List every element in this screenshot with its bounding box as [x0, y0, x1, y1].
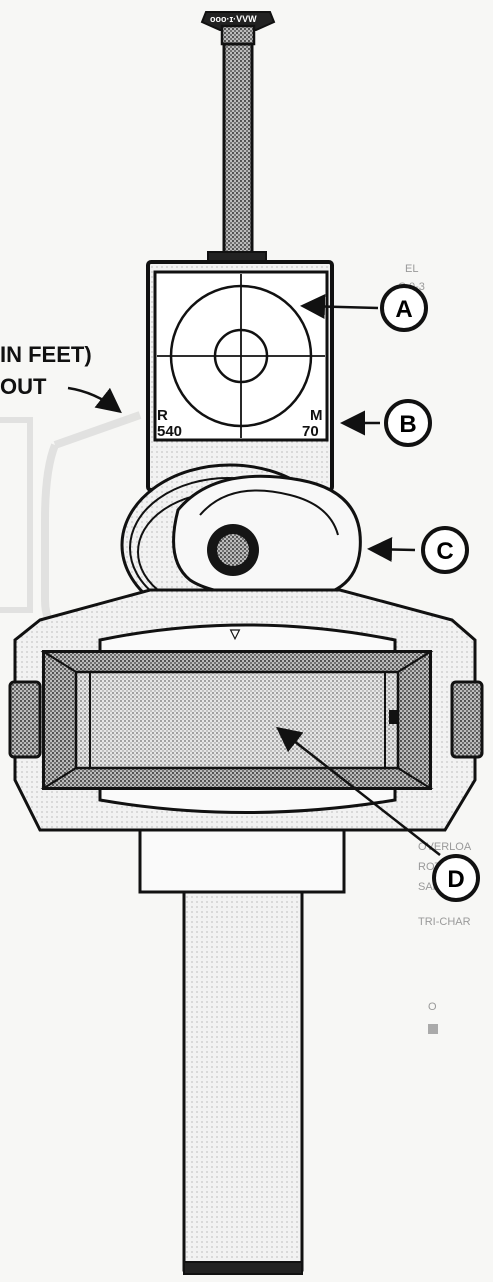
callout-badge-d: D — [432, 854, 480, 902]
scale-r-label: R — [157, 407, 168, 424]
scale-r-value: 540 — [157, 423, 182, 440]
callout-badge-c: C — [421, 526, 469, 574]
reticle-crosshair — [157, 274, 325, 438]
callout-arrow-d — [276, 726, 441, 856]
heading-fragment-2: OUT — [0, 374, 47, 399]
scale-m-label: M — [310, 407, 323, 424]
callout-arrow-c — [367, 536, 416, 562]
adjustment-knob: ooo·ɪ·VVW — [200, 11, 276, 46]
svg-text:C: C — [436, 538, 453, 565]
faint-text-el: EL — [405, 263, 418, 275]
display-window — [40, 650, 434, 790]
callout-badge-a: A — [380, 284, 428, 332]
callout-badge-b: B — [384, 399, 432, 447]
faint-square — [428, 1024, 438, 1034]
callout-arrow-a — [300, 294, 379, 320]
svg-text:D: D — [447, 866, 464, 893]
pointer-line-text — [67, 386, 122, 414]
handle — [182, 890, 304, 1272]
handle-base — [183, 1261, 303, 1275]
heading-fragment-1: IN FEET) — [0, 342, 92, 367]
svg-text:A: A — [395, 296, 412, 323]
faint-text-trichar: TRI-CHAR — [418, 916, 471, 928]
eyepiece — [120, 463, 362, 627]
svg-text:B: B — [399, 411, 416, 438]
focus-shaft — [222, 42, 254, 256]
faint-text-o: O — [428, 1001, 437, 1013]
svg-text:ooo·ɪ·VVW: ooo·ɪ·VVW — [210, 14, 257, 24]
neck-block — [138, 828, 346, 894]
faint-text-overload: OVERLOA — [418, 841, 472, 853]
scale-m-value: 70 — [302, 423, 319, 440]
svg-text:▽: ▽ — [229, 626, 241, 641]
